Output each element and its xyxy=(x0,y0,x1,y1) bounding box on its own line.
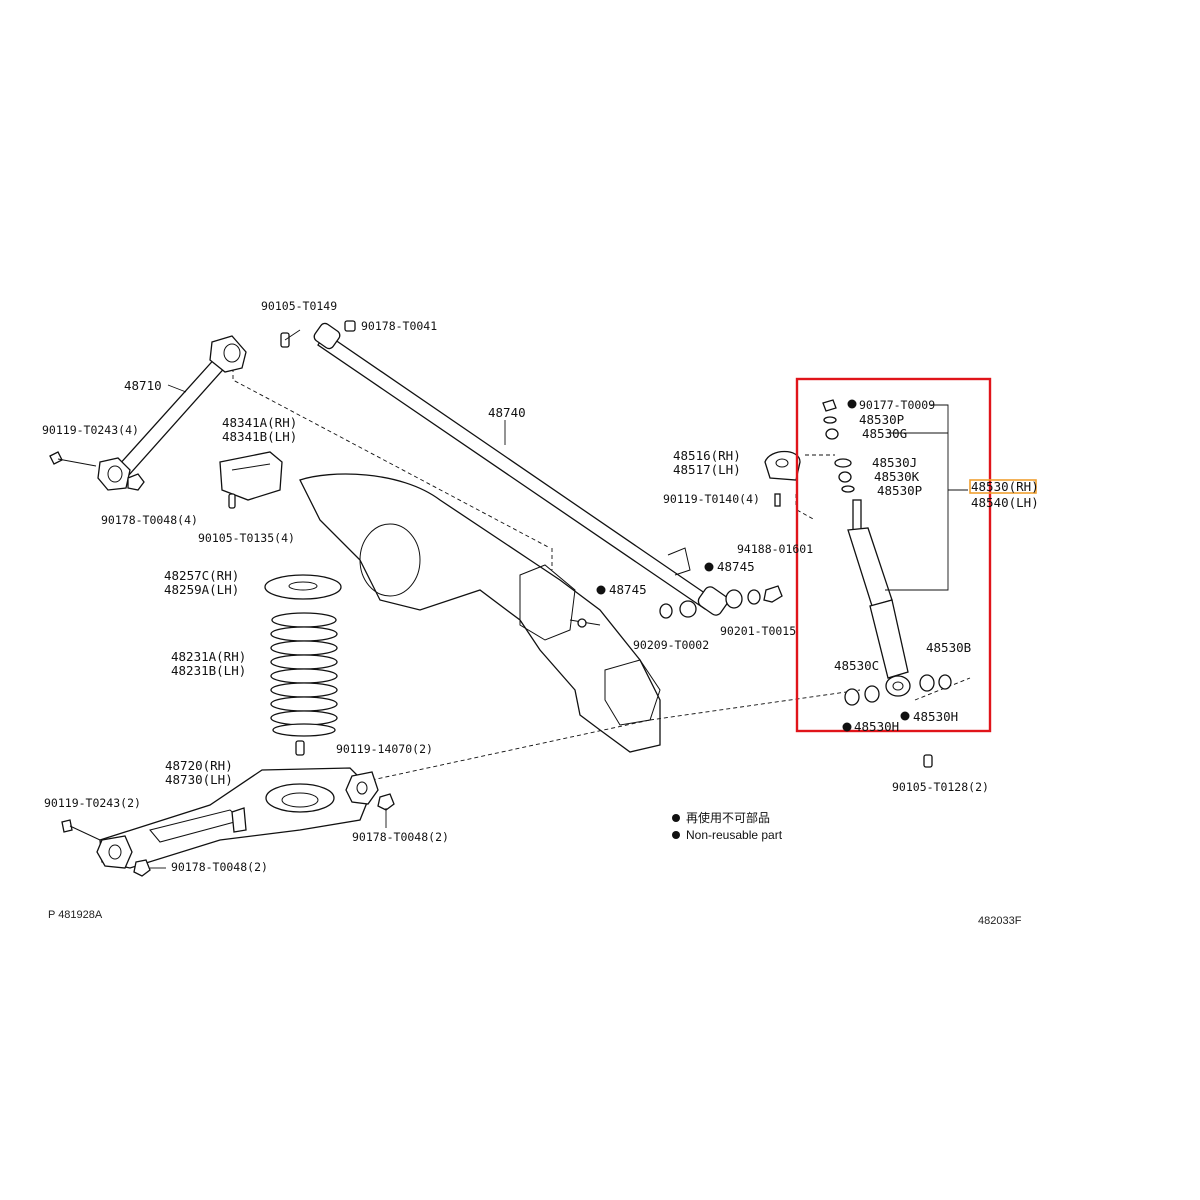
label-48530C: 48530C xyxy=(834,658,879,673)
label-48540-LH[interactable]: 48540(LH) xyxy=(971,495,1039,510)
label-90178-T0048-4: 90178-T0048(4) xyxy=(101,513,198,527)
label-90105-T0149: 90105-T0149 xyxy=(261,299,337,313)
label-48530-RH[interactable]: 48530(RH) xyxy=(971,479,1039,494)
highlight-box xyxy=(795,377,992,733)
axle-beam xyxy=(299,473,661,753)
label-48720: 48720(RH) xyxy=(165,758,233,773)
label-48231B: 48231B(LH) xyxy=(171,663,246,678)
label-90119-T0140-4: 90119-T0140(4) xyxy=(663,492,760,506)
coil-spring-48231[interactable] xyxy=(270,612,338,737)
footer-left-code: P 481928A xyxy=(48,909,103,921)
label-48530H-left: 48530H xyxy=(854,719,899,734)
label-48257C: 48257C(RH) xyxy=(164,568,239,583)
label-90105-T0135-4: 90105-T0135(4) xyxy=(198,531,295,545)
label-90209-T0002: 90209-T0002 xyxy=(633,638,709,652)
legend: 再使用不可部品 Non-reusable part xyxy=(686,810,783,842)
upper-link-48710[interactable] xyxy=(97,335,247,491)
label-48740: 48740 xyxy=(488,405,526,420)
highlight-label-box xyxy=(969,479,1037,494)
label-48530K: 48530K xyxy=(874,469,920,484)
dashed-guides xyxy=(232,368,971,784)
label-48530P-upper: 48530P xyxy=(859,412,904,427)
legend-jp: 再使用不可部品 xyxy=(686,810,770,825)
label-48341A: 48341A(RH) xyxy=(222,415,297,430)
label-48516: 48516(RH) xyxy=(673,448,741,463)
label-48517: 48517(LH) xyxy=(673,462,741,477)
label-90119-14070-2: 90119-14070(2) xyxy=(336,742,433,756)
label-94188-01601: 94188-01601 xyxy=(737,542,813,556)
label-90177-T0009: 90177-T0009 xyxy=(859,398,935,412)
shock-absorber-48530[interactable] xyxy=(822,399,968,768)
hardware xyxy=(49,320,801,756)
label-48530B: 48530B xyxy=(926,640,971,655)
label-90178-T0048-2-bottom: 90178-T0048(2) xyxy=(171,860,268,874)
label-48530J: 48530J xyxy=(872,455,917,470)
label-48745-upper: 48745 xyxy=(717,559,755,574)
label-48745-lower: 48745 xyxy=(609,582,647,597)
footer-right-code: 482033F xyxy=(978,915,1022,927)
label-48710: 48710 xyxy=(124,378,162,393)
label-90178-T0041: 90178-T0041 xyxy=(361,319,437,333)
label-90119-T0243-4: 90119-T0243(4) xyxy=(42,423,139,437)
label-48530P-lower: 48530P xyxy=(877,483,922,498)
part-labels: 90105-T0149 90178-T0041 48710 48740 9011… xyxy=(42,299,1039,874)
lateral-rod-48740[interactable] xyxy=(312,321,730,617)
label-48259A: 48259A(LH) xyxy=(164,582,239,597)
label-48530H-right: 48530H xyxy=(913,709,958,724)
non-reusable-markers xyxy=(596,399,910,839)
label-48341B: 48341B(LH) xyxy=(222,429,297,444)
label-48530G: 48530G xyxy=(862,426,907,441)
legend-en: Non-reusable part xyxy=(686,828,783,842)
label-90105-T0128-2: 90105-T0128(2) xyxy=(892,780,989,794)
lower-arm-48720[interactable] xyxy=(61,767,395,877)
label-48231A: 48231A(RH) xyxy=(171,649,246,664)
label-90201-T0015: 90201-T0015 xyxy=(720,624,796,638)
label-48730: 48730(LH) xyxy=(165,772,233,787)
label-90178-T0048-2-right: 90178-T0048(2) xyxy=(352,830,449,844)
label-90119-T0243-2: 90119-T0243(2) xyxy=(44,796,141,810)
